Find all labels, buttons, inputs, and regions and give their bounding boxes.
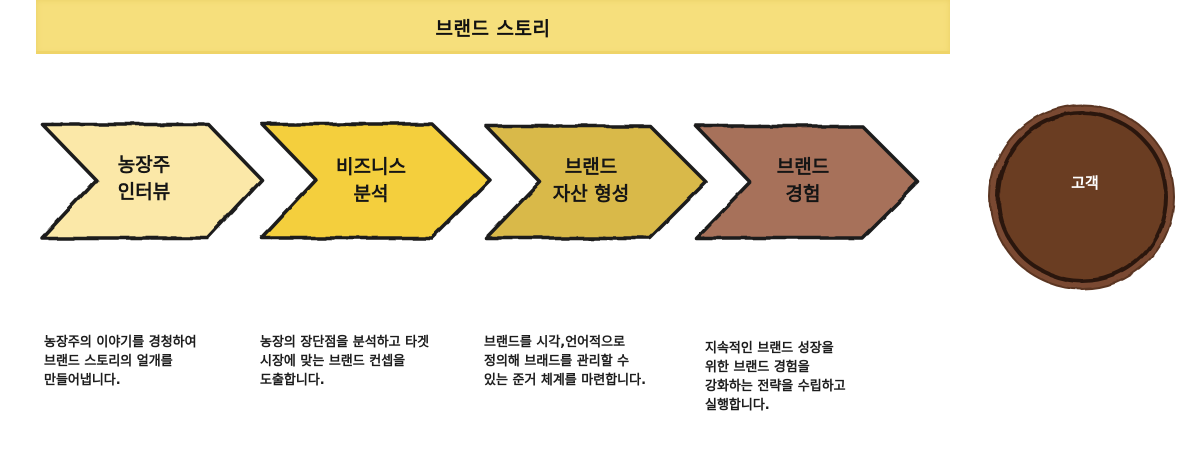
step-label-experience: 브랜드 경험 <box>755 154 851 208</box>
step-chevron-assets <box>484 124 708 240</box>
banner: 브랜드 스토리 <box>36 0 950 54</box>
description-line: 도출합니다. <box>260 373 325 388</box>
step-label-line: 인터뷰 <box>117 181 171 203</box>
step-label-line: 분석 <box>353 183 389 205</box>
step-description-experience: 지속적인 브랜드 성장을 위한 브랜드 경험을 강화하는 전략을 수립하고 실행… <box>705 339 846 415</box>
step-description-assets: 브랜드를 시각,언어적으로 정의해 브래드를 관리할 수 있는 준거 체계를 마… <box>484 333 646 390</box>
description-line: 농장주의 이야기를 경청하여 <box>44 335 197 350</box>
customer-label: 고객 <box>1071 174 1099 192</box>
step-label-line: 자산 형성 <box>552 183 630 205</box>
description-line: 만들어냅니다. <box>44 373 121 388</box>
step-label-assets: 브랜드 자산 형성 <box>537 154 645 208</box>
banner-title: 브랜드 스토리 <box>435 17 551 40</box>
description-line: 위한 브랜드 경험을 <box>705 360 810 375</box>
step-chevron-interview <box>40 122 264 240</box>
customer-circle-core <box>996 111 1168 283</box>
description-line: 강화하는 전략을 수립하고 <box>705 379 846 394</box>
description-line: 정의해 브래드를 관리할 수 <box>484 354 630 369</box>
description-line: 지속적인 브랜드 성장을 <box>705 341 834 356</box>
description-line: 농장의 장단점을 분석하고 타겟 <box>260 335 430 350</box>
step-label-interview: 농장주 인터뷰 <box>100 152 188 206</box>
step-label-line: 비즈니스 <box>336 156 406 178</box>
step-label-line: 브랜드 <box>776 156 830 178</box>
step-label-line: 경험 <box>785 183 821 205</box>
step-description-interview: 농장주의 이야기를 경청하여 브랜드 스토리의 얼개를 만들어냅니다. <box>44 333 197 390</box>
description-line: 브랜드 스토리의 얼개를 <box>44 354 173 369</box>
description-line: 브랜드를 시각,언어적으로 <box>484 335 626 350</box>
description-line: 실행합니다. <box>705 398 770 413</box>
description-line: 있는 준거 체계를 마련합니다. <box>484 373 647 388</box>
step-chevron-experience <box>694 124 920 240</box>
step-description-analysis: 농장의 장단점을 분석하고 타겟 시장에 맞는 브랜드 컨셉을 도출합니다. <box>260 333 429 390</box>
step-label-line: 브랜드 <box>564 156 618 178</box>
description-line: 시장에 맞는 브랜드 컨셉을 <box>260 354 406 369</box>
step-label-line: 농장주 <box>117 154 171 176</box>
step-label-analysis: 비즈니스 분석 <box>316 154 426 208</box>
step-chevron-analysis <box>260 122 492 240</box>
